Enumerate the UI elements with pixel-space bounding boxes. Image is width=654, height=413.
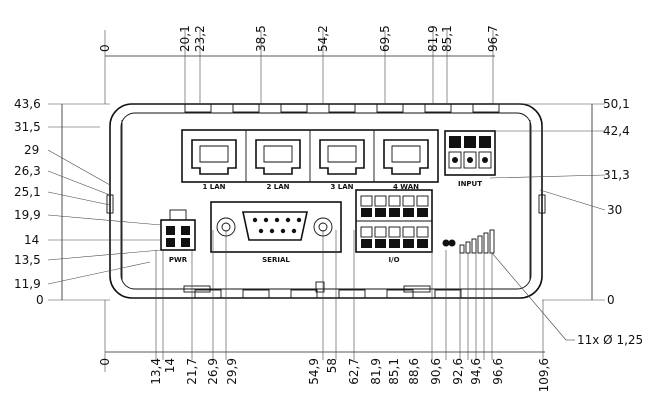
left-dim-label: 11,9 — [14, 277, 41, 291]
hole-diameter-note: 11x Ø 1,25 — [577, 333, 643, 347]
bottom-tab — [315, 281, 325, 293]
dimension-geometry — [47, 30, 606, 372]
right-dim-label: 50,1 — [603, 97, 630, 111]
bottom-dim-label: 54,9 — [307, 358, 321, 385]
right-dim-label: 31,3 — [603, 168, 630, 182]
rj45-port-lan1 — [191, 139, 237, 175]
housing-outline — [109, 103, 543, 299]
top-dim-label: 38,5 — [254, 25, 268, 52]
bottom-dim-label: 58 — [325, 358, 339, 373]
bottom-tab — [183, 285, 211, 293]
port-label-lan2: 2 LAN — [266, 183, 289, 191]
bottom-dimension-labels: 0 13,4 14 21,7 26,9 29,9 54,9 58 62,7 81… — [98, 358, 551, 392]
bottom-dim-label: 92,6 — [451, 358, 465, 385]
input-terminal-block — [444, 130, 496, 176]
left-dim-label: 29 — [24, 143, 39, 157]
top-dim-label: 54,2 — [316, 25, 330, 52]
port-label-input: INPUT — [458, 180, 482, 188]
right-dim-label: 42,4 — [603, 124, 630, 138]
bottom-dim-label: 94,6 — [469, 358, 483, 385]
left-dim-label: 13,5 — [14, 253, 41, 267]
port-label-wan: 4 WAN — [393, 183, 419, 191]
left-dim-label: 25,1 — [14, 185, 41, 199]
bottom-dim-label: 109,6 — [537, 358, 551, 392]
bottom-dim-label: 21,7 — [185, 358, 199, 385]
right-side-clip — [538, 194, 546, 214]
top-dim-label: 69,5 — [378, 25, 392, 52]
top-dim-label: 0 — [98, 44, 112, 52]
top-dim-label: 20,1 — [178, 25, 192, 52]
port-label-lan3: 3 LAN — [330, 183, 353, 191]
bottom-dim-label: 29,9 — [225, 358, 239, 385]
right-dim-label: 0 — [607, 293, 615, 307]
bottom-tab — [403, 285, 431, 293]
bottom-dim-label: 13,4 — [149, 358, 163, 385]
bottom-dim-label: 0 — [98, 358, 112, 366]
right-dimension-labels: 50,1 42,4 31,3 30 0 — [603, 97, 630, 307]
port-label-power: PWR — [169, 256, 188, 264]
port-label-serial: SERIAL — [262, 256, 290, 264]
bottom-dim-label: 85,1 — [387, 358, 401, 385]
top-dim-label: 96,7 — [486, 25, 500, 52]
bottom-dim-label: 96,6 — [491, 358, 505, 385]
left-dim-label: 43,6 — [14, 97, 41, 111]
bottom-vent-notches — [194, 289, 462, 299]
bottom-dim-label: 62,7 — [347, 358, 361, 385]
rj45-port-lan2 — [255, 139, 301, 175]
left-dim-label: 14 — [24, 233, 39, 247]
rj45-port-wan — [383, 139, 429, 175]
top-dim-label: 85,1 — [440, 25, 454, 52]
top-dim-label: 81,9 — [426, 25, 440, 52]
led-indicators — [442, 229, 495, 254]
bottom-dim-label: 88,6 — [407, 358, 421, 385]
power-connector — [160, 209, 196, 251]
left-dimension-labels: 43,6 31,5 29 26,3 25,1 19,9 14 13,5 11,9… — [14, 97, 44, 307]
device-front-panel: 1 LAN 2 LAN 3 LAN 4 WAN INPUT PWR — [106, 103, 546, 299]
left-dim-label: 31,5 — [14, 120, 41, 134]
bottom-dim-label: 81,9 — [369, 358, 383, 385]
bottom-dim-label: 90,6 — [429, 358, 443, 385]
housing-inner-outline — [120, 112, 532, 290]
rj45-port-lan3 — [319, 139, 365, 175]
top-vent-notches — [184, 103, 500, 113]
top-dimension-labels: 0 20,1 23,2 38,5 54,2 69,5 81,9 85,1 96,… — [98, 25, 500, 52]
bottom-dim-label: 26,9 — [206, 358, 220, 385]
io-terminal-block — [355, 189, 433, 253]
left-dim-label: 0 — [36, 293, 44, 307]
port-label-io: I/O — [388, 256, 399, 264]
left-dim-label: 19,9 — [14, 208, 41, 222]
left-dim-label: 26,3 — [14, 164, 41, 178]
port-label-lan1: 1 LAN — [202, 183, 225, 191]
right-dim-label: 30 — [607, 203, 622, 217]
bottom-dim-label: 14 — [163, 358, 177, 373]
top-dim-label: 23,2 — [193, 25, 207, 52]
serial-db9-connector — [210, 201, 342, 253]
